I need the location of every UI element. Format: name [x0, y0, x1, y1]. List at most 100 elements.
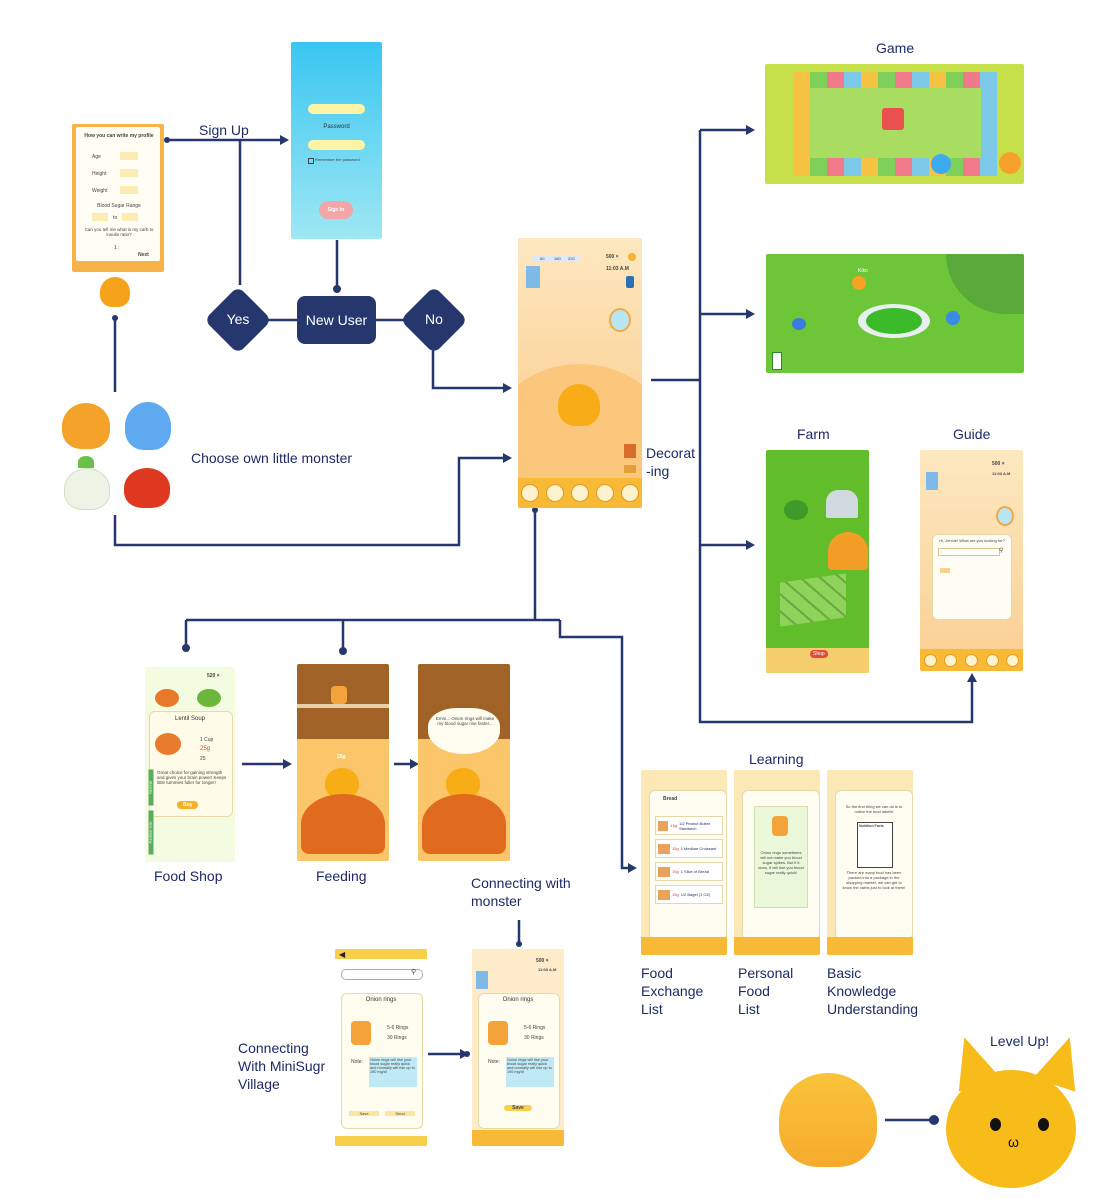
basic-knowledge-screen: So the first thing we can do is to notic… [827, 770, 913, 955]
weight-field[interactable] [120, 186, 138, 194]
nav-plate-icon[interactable] [521, 484, 540, 502]
player-token-icon[interactable] [931, 154, 951, 174]
guide-screen: 500 × 11:03 A.M Hi, Jennie! What are you… [920, 450, 1023, 671]
nav-tv-icon[interactable] [620, 484, 639, 502]
home-time: 11:03 A.M [606, 266, 629, 272]
calendar-icon[interactable] [526, 266, 540, 288]
village-save-button[interactable]: Save [349, 1111, 379, 1116]
height-label: Height [92, 171, 107, 177]
guide-nav [920, 649, 1023, 671]
village-note: Onion rings will rise your blood sugar r… [369, 1057, 417, 1087]
box-icon[interactable] [624, 465, 636, 473]
age-field[interactable] [120, 152, 138, 160]
village-top-bar [335, 949, 427, 959]
next-button[interactable]: Next [138, 252, 149, 258]
guide-mirror-icon[interactable] [996, 506, 1014, 526]
guide-nav-5-icon[interactable] [1006, 653, 1020, 667]
choose-monster-label: Choose own little monster [191, 450, 353, 466]
soup-bowl-icon[interactable] [155, 689, 179, 707]
monster-orange [62, 403, 110, 449]
guide-search-field[interactable] [938, 548, 1000, 556]
shop-buy-button[interactable]: Buy [177, 801, 199, 809]
decorating-label: Decorat -ing [646, 445, 696, 479]
age-label: Age [92, 154, 101, 160]
salad-bowl-icon[interactable] [197, 689, 221, 707]
basic-nav [827, 937, 913, 955]
exchange-row-g: 15g [670, 823, 678, 828]
home-screen: 60 180 220 500 × 11:03 A.M [518, 238, 642, 508]
new-user-text: New User [305, 312, 368, 328]
village-search-icon[interactable]: ⚲ [411, 969, 417, 976]
center-tile-icon [882, 108, 904, 130]
guide-calendar-icon[interactable] [926, 472, 938, 490]
monster-note-screen: 500 × 11:03 A.M Onion rings 5-6 Rings 30… [472, 949, 564, 1146]
home-coins: 500 × [606, 254, 619, 260]
shop-item-image [155, 733, 181, 755]
monster-note-label: Note: [488, 1059, 500, 1065]
village-search-field[interactable] [341, 969, 423, 980]
guide-nav-4-icon[interactable] [985, 653, 999, 667]
monster-note-save-button[interactable]: Save [504, 1105, 532, 1111]
learning-label: Learning [749, 751, 804, 767]
blood-sugar-label: Blood Sugar Range [97, 203, 141, 209]
range-min-field[interactable] [92, 213, 108, 221]
village-send-button[interactable]: Send [385, 1111, 415, 1116]
village-item: Onion rings [365, 997, 397, 1003]
left-eye [990, 1118, 1001, 1131]
exchange-row[interactable]: 15g 1/2 Peanut Butter Sandwich [655, 816, 723, 835]
guide-nav-2-icon[interactable] [944, 653, 958, 667]
nav-plant-icon[interactable] [595, 484, 614, 502]
mirror-icon[interactable] [609, 308, 631, 332]
range-max-field[interactable] [122, 213, 138, 221]
speech-bubble [428, 708, 500, 754]
village-onion-icon [351, 1021, 371, 1045]
game-board-screen [765, 64, 1024, 184]
village-bottom-bar [335, 1136, 427, 1146]
guide-chip[interactable] [940, 568, 950, 573]
exit-door-icon[interactable] [772, 352, 782, 370]
feeding-screen: 25g [297, 664, 389, 861]
phone-icon[interactable] [626, 276, 634, 288]
blue-monster-left [792, 318, 806, 330]
exchange-row[interactable]: 15g 1 Medium Croissant [655, 839, 723, 858]
exchange-row-img [658, 820, 669, 831]
guide-nav-1-icon[interactable] [923, 653, 937, 667]
exchange-rows: 15g 1/2 Peanut Butter Sandwich 15g 1 Med… [655, 816, 723, 908]
guide-nav-3-icon[interactable] [964, 653, 978, 667]
signin-screen: Password Remember the password Sign In [291, 42, 382, 239]
monster-note-calendar-icon[interactable] [476, 971, 488, 989]
nav-glasses-icon[interactable] [546, 484, 565, 502]
back-arrow-icon[interactable]: ◀ [339, 950, 346, 959]
exchange-row[interactable]: 15g 1/2 Bagel (1 OZ) [655, 885, 723, 904]
exchange-row-t: 1/2 Bagel (1 OZ) [680, 892, 711, 897]
onion-stack-icon [772, 816, 788, 836]
home-range-2: 180 [554, 256, 561, 261]
exchange-row[interactable]: 15g 1 Slice of Bread [655, 862, 723, 881]
mouth: ω [1008, 1134, 1019, 1150]
farm-shop-button[interactable]: Shop [810, 650, 828, 658]
food-shop-screen: 520 × Lentil Soup 1 Cup 25g 25 Great cho… [145, 667, 235, 862]
game-orb-icon[interactable] [999, 152, 1021, 174]
home-monster [558, 384, 600, 426]
nav-game-icon[interactable] [570, 484, 589, 502]
carb-question: Can you tell me what is my carb to insul… [84, 227, 154, 237]
village-grams: 30 Rings [387, 1035, 407, 1041]
feeding-table [301, 794, 385, 854]
level-monster-big [946, 1070, 1076, 1188]
shop-item-card [149, 711, 233, 817]
level-monster-small [779, 1073, 877, 1167]
shop-tab-starchy[interactable]: Starchy [148, 769, 154, 806]
remember-checkbox[interactable] [308, 158, 314, 164]
to-label: to [113, 215, 118, 221]
password-field[interactable] [308, 140, 365, 150]
guide-search-icon[interactable]: ⚲ [999, 548, 1004, 554]
onion-rings-icon[interactable] [331, 686, 347, 704]
username-field[interactable] [308, 104, 365, 114]
book-icon[interactable] [624, 444, 636, 458]
shop-tab-nonstarchy[interactable]: Non Starchy [148, 810, 154, 855]
kiko-avatar [852, 276, 866, 290]
feeding-monster [325, 768, 359, 798]
signin-button[interactable]: Sign In [319, 201, 353, 219]
height-field[interactable] [120, 169, 138, 177]
password-label: Password [323, 124, 350, 130]
